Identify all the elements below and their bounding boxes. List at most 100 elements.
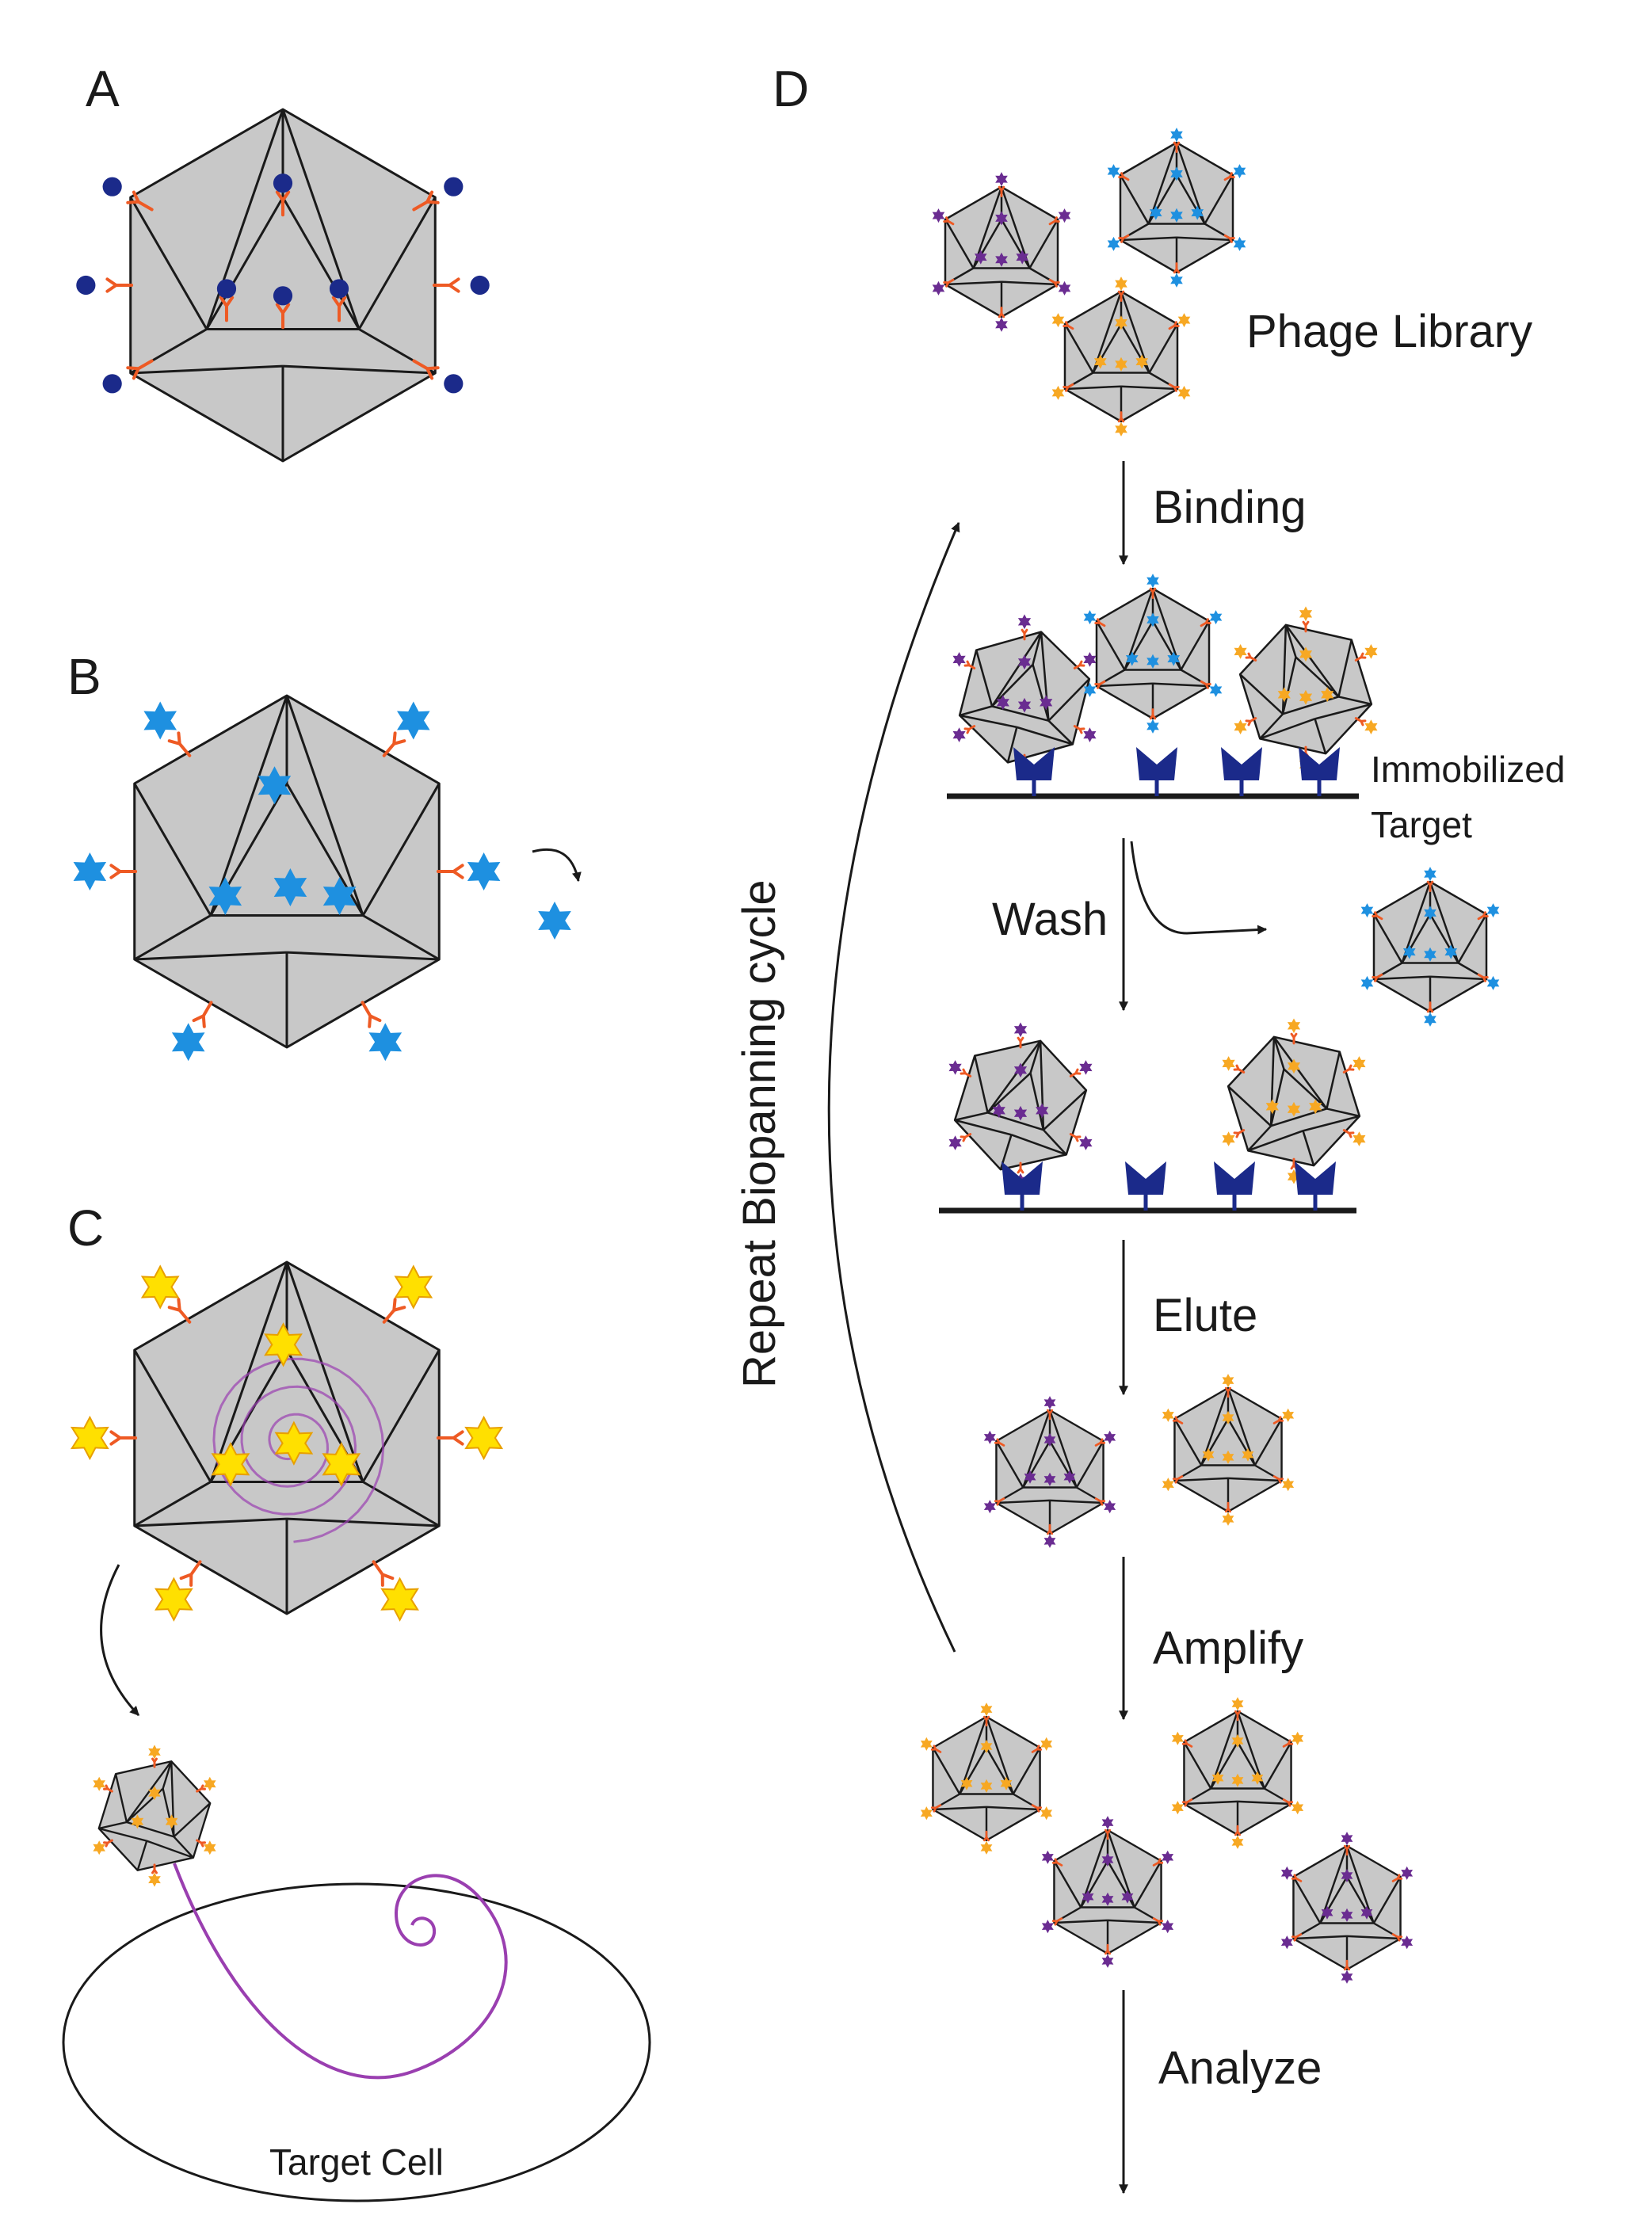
purple-star-icon [1013, 1022, 1028, 1038]
blue-star-icon [1170, 128, 1183, 143]
linker-icon [382, 1298, 406, 1324]
linker-icon [1200, 680, 1211, 689]
capsid-facet-edge [209, 695, 288, 916]
blue-star-icon [538, 902, 571, 940]
blue-star-icon [467, 852, 501, 890]
capsid-facet-edge [133, 1481, 212, 1527]
blue-star-icon [1233, 164, 1246, 179]
analyze-label: Analyze [1158, 2042, 1322, 2094]
amplified-phage-group [920, 1697, 1414, 1984]
linker-icon [1031, 1745, 1043, 1753]
blue-star-icon [73, 852, 107, 890]
capsid-facet-edge [98, 1821, 128, 1830]
linker-icon [1021, 628, 1028, 641]
orange-star-icon [980, 1739, 993, 1753]
capsid-facet-edge [1457, 913, 1488, 964]
capsid-facet-edge [1373, 975, 1431, 981]
capsid-facet-edge [1173, 1418, 1203, 1466]
linker-icon [1048, 216, 1060, 226]
purple-star-icon [1058, 208, 1071, 223]
blue-star-icon [1167, 651, 1181, 666]
linker-icon [1233, 1064, 1246, 1073]
capsid-facet-edge [986, 1072, 1032, 1114]
capsid-facet-edge [1064, 385, 1122, 391]
orange-star-icon [1040, 1806, 1053, 1821]
orange-star-icon [148, 1745, 161, 1760]
capsid-facet-edge [1372, 913, 1403, 964]
linker-icon [151, 1863, 158, 1874]
immobilized-label: Immobilized [1371, 749, 1566, 790]
phage-library-group [932, 128, 1246, 437]
linker-icon [1181, 1798, 1193, 1807]
blue-star-icon [1233, 236, 1246, 251]
phage [1222, 1018, 1366, 1184]
capsid-facet-edge [1292, 1876, 1322, 1924]
capsid-facet-edge [146, 1840, 194, 1859]
wash-label: Wash [992, 894, 1108, 945]
purple-star-icon [995, 252, 1008, 267]
blue-star-icon [1083, 610, 1097, 625]
blue-star-icon [1424, 1012, 1436, 1027]
capsid-facet-edge [933, 1806, 987, 1811]
linker-icon [1290, 1032, 1298, 1045]
orange-star-icon [980, 1840, 993, 1855]
orange-star-icon [1222, 1410, 1234, 1424]
ligand-dot-icon [444, 177, 464, 196]
capsid-facet-edge [1183, 1741, 1212, 1790]
infection-arrow [100, 1564, 140, 1717]
purple-star-icon [1341, 1908, 1353, 1922]
linker-icon [1477, 973, 1489, 982]
linker-icon [1223, 234, 1235, 243]
capsid-facet-edge [1326, 1051, 1341, 1109]
orange-star-icon [1287, 1018, 1301, 1034]
blue-star-icon [1486, 903, 1500, 918]
orange-star-icon [148, 1872, 161, 1887]
blue-star-icon [1107, 236, 1120, 251]
linker-icon [1426, 880, 1434, 892]
purple-star-icon [948, 1135, 962, 1150]
orange-star-icon [1287, 1058, 1301, 1074]
capsid-facet-edge [1303, 1115, 1360, 1132]
phage [983, 1396, 1116, 1548]
blue-star-icon [1402, 944, 1416, 959]
purple-star-icon [1041, 1920, 1054, 1934]
linker-icon [1094, 680, 1106, 689]
orange-star-icon [920, 1737, 933, 1751]
linker-icon [1223, 172, 1235, 181]
linker-icon [1354, 652, 1367, 662]
capsid-facet-edge [1283, 1068, 1328, 1110]
linker-icon [1031, 1804, 1043, 1813]
orange-star-icon [1171, 1731, 1184, 1745]
capsid-facet-edge [986, 1040, 1042, 1114]
linker-icon [1149, 587, 1157, 599]
capsid-facet-edge [134, 1517, 288, 1527]
linker-icon [167, 731, 192, 757]
linker-icon [1224, 1501, 1232, 1513]
linker-icon [275, 303, 291, 330]
elute-label: Elute [1153, 1290, 1258, 1341]
capsid-facet-edge [944, 280, 1002, 286]
capsid-facet-edge [1012, 1747, 1041, 1795]
capsid-shell [953, 1039, 1088, 1171]
linker-icon [372, 1560, 395, 1587]
linker-icon [219, 296, 235, 322]
linker-icon [412, 190, 440, 212]
target-protein-icon [1013, 747, 1055, 796]
capsid-facet-edge [959, 705, 993, 717]
phage [1051, 276, 1191, 437]
linker-icon [1200, 618, 1211, 627]
purple-star-icon [1280, 1935, 1293, 1950]
linker-icon [1051, 1917, 1063, 1926]
linker-icon [982, 1715, 990, 1727]
linker-icon [1173, 262, 1181, 274]
linker-icon [1104, 1829, 1112, 1840]
phage [920, 1703, 1053, 1855]
linker-icon [1017, 1036, 1024, 1049]
capsid-facet-edge [114, 1773, 128, 1823]
capsid-facet-edge [1049, 1499, 1104, 1504]
orange-star-icon [1000, 1776, 1013, 1790]
blue-star-icon [1107, 164, 1120, 179]
yellow-star-icon [394, 1264, 433, 1310]
linker-icon [1181, 1739, 1193, 1748]
blue-star-icon [1360, 903, 1374, 918]
